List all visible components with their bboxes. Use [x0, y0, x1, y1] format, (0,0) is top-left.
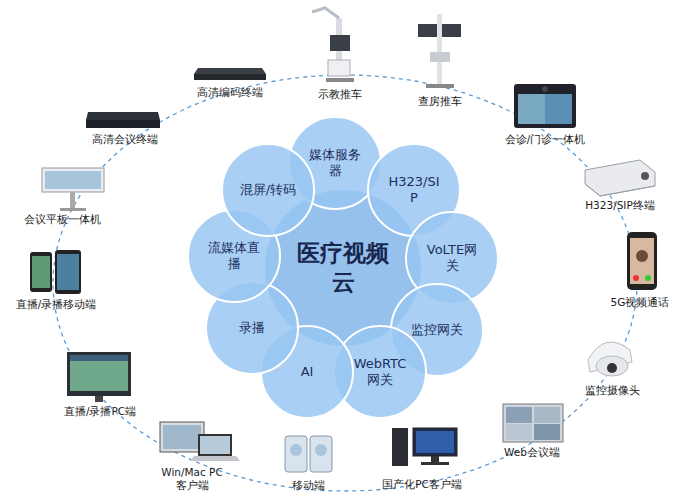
- device-label: Web会议端: [492, 446, 572, 459]
- device-label: 示教推车: [300, 88, 380, 101]
- sip-terminal-icon: [585, 160, 655, 196]
- device-label: 会诊/门诊一体机: [495, 133, 595, 146]
- device-label: 5G视频通话: [600, 296, 680, 309]
- device-label: 高清会议终端: [80, 133, 170, 146]
- device-label: Win/Mac PC客户端: [161, 466, 223, 491]
- mobile-icon: [285, 436, 332, 472]
- consult-terminal-icon: [514, 84, 576, 128]
- live-pc-icon: [67, 352, 131, 402]
- device-label: 高清编码终端: [185, 86, 275, 99]
- device-label: 国产化PC客户端: [372, 478, 472, 491]
- laptop-icon: [160, 422, 240, 461]
- hd-terminal-icon: [86, 112, 160, 128]
- camera-icon: [588, 342, 632, 376]
- device-label: 直播/录播PC端: [50, 405, 150, 418]
- encoder-icon: [194, 68, 266, 80]
- live-mobile-icon: [30, 250, 81, 294]
- service-circle: 混屏/转码: [221, 143, 315, 237]
- device-label: 移动端: [278, 479, 338, 492]
- service-name: 监控网关: [408, 322, 466, 338]
- device-label: H323/SIP终端: [575, 199, 665, 212]
- web-meeting-icon: [503, 404, 563, 442]
- service-name: 录播: [223, 320, 281, 336]
- circle-fill: [222, 144, 314, 236]
- service-name: WebRTC 网关: [351, 356, 409, 389]
- device-label: 会议平板一体机: [12, 213, 112, 226]
- service-name: 混屏/转码: [239, 182, 297, 198]
- ward-cart-icon: [418, 14, 461, 88]
- desktop-pc-icon: [392, 428, 457, 466]
- service-name: VoLTE网关: [423, 242, 481, 275]
- service-name: 媒体服务器: [306, 147, 364, 180]
- service-name: H323/SIP: [385, 174, 443, 207]
- dashed-ring: [53, 75, 637, 491]
- center-title: 医疗视频云: [295, 239, 391, 297]
- device-label: 监控摄像头: [572, 384, 652, 397]
- service-name: 流媒体直播: [205, 240, 263, 273]
- phone-icon: [627, 232, 657, 290]
- device-label: 查房推车: [400, 95, 480, 108]
- device-label: 直播/录播移动端: [6, 298, 106, 311]
- meeting-panel-icon: [42, 168, 104, 211]
- service-name: AI: [278, 364, 336, 380]
- teaching-cart-icon: [312, 8, 354, 82]
